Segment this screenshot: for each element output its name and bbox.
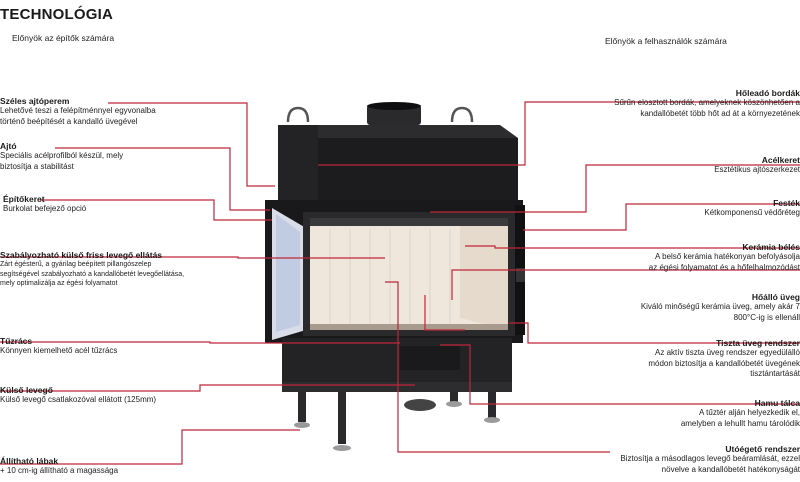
feature-building-frame: Építőkeret Burkolat befejező opció	[3, 194, 87, 213]
feature-adjustable-legs: Állítható lábak + 10 cm-ig állítható a m…	[0, 456, 119, 475]
page-title: TECHNOLÓGIA	[0, 6, 114, 23]
ash-box	[282, 338, 512, 384]
feature-ash-tray: Hamu tálca A tűztér alján helyezkedik el…	[680, 398, 800, 428]
lifting-hook-left	[286, 106, 310, 123]
heat-fins-box	[318, 138, 518, 200]
feature-fire-grate: Tűzrács Könnyen kiemelhető acél tűzrács	[0, 336, 118, 355]
feature-afterburner-system: Utóégető rendszer Biztosítja a másodlago…	[620, 444, 800, 474]
flue-collar	[367, 105, 421, 125]
lifting-hook-right	[450, 106, 474, 123]
feature-door: Ajtó Speciális acélprofilból készül, mel…	[0, 141, 124, 171]
feature-steel-frame: Acélkeret Esztétikus ajtószerkezet	[714, 155, 800, 174]
feature-ceramic-lining: Kerámia bélés A belső kerámia hatékonyan…	[648, 242, 800, 272]
feature-door-flange: Széles ajtóperem Lehetővé teszi a felépí…	[0, 96, 156, 126]
feature-heat-fins: Hőleadó bordák Sűrűn elosztott bordák, a…	[614, 88, 800, 118]
feature-outside-air: Külső levegő Külső levegő csatlakozóval …	[0, 385, 157, 404]
feature-heat-resistant-glass: Hőálló üveg Kiváló minőségű kerámia üveg…	[640, 292, 800, 322]
feature-fresh-air-supply: Szabályozható külső friss levegő ellátás…	[0, 250, 185, 287]
adjustable-legs	[294, 392, 500, 451]
subtitle-right: Előnyök a felhasználók számára	[605, 36, 727, 46]
feature-paint: Festék Kétkomponensű védőréteg	[704, 198, 800, 217]
leader-lines	[0, 101, 800, 465]
subtitle-left: Előnyök az építők számára	[12, 33, 115, 43]
feature-clean-glass-system: Tiszta üveg rendszer Az aktív tiszta üve…	[648, 338, 800, 378]
